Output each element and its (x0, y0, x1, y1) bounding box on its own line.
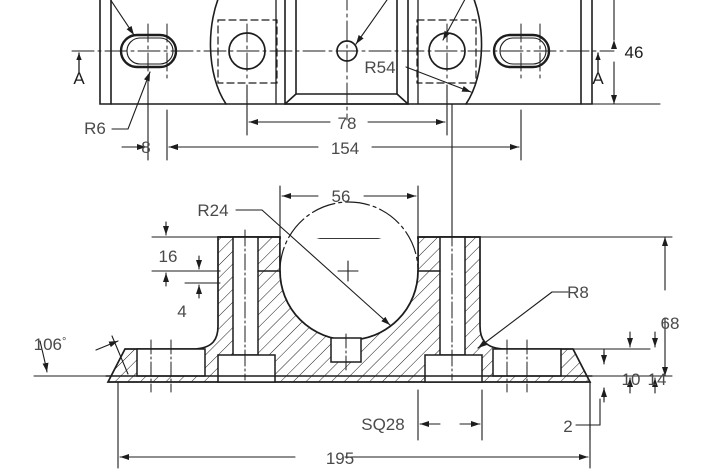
top-view-center-hole (336, 0, 358, 121)
dim-2-label: 2 (563, 417, 572, 436)
dim-10-label: 10 (622, 370, 641, 389)
top-view-r54-profile (209, 0, 483, 105)
dim-4 (184, 255, 221, 299)
top-view-right-slot (492, 23, 551, 79)
dim-8 (121, 79, 194, 161)
radius-r6-label: R6 (84, 119, 106, 138)
section-left-bolt-hole (217, 229, 276, 383)
section-leaders (235, 209, 569, 349)
section-mark-right-label: A (592, 69, 604, 88)
dim-sq28 (417, 389, 483, 441)
top-view (71, 0, 661, 161)
section-right-base-recess (492, 339, 562, 393)
radius-r54-label: R54 (364, 58, 395, 77)
dim-46 (591, 0, 661, 105)
dim-56 (279, 185, 419, 241)
dim-46-label: 46 (625, 43, 644, 62)
dim-68-label: 68 (661, 314, 680, 333)
drawing-text-layer: 8 78 154 46 R6 R54 R24 R8 A A 56 16 4 68… (34, 43, 680, 468)
radius-r8-label: R8 (567, 283, 589, 302)
dim-195-label: 195 (326, 449, 354, 468)
dim-16-label: 16 (159, 247, 178, 266)
dim-106-value: 106 (34, 335, 62, 354)
radius-r24-label: R24 (197, 201, 228, 220)
section-right-bolt-hole (424, 229, 483, 383)
top-view-leaders (110, 0, 472, 130)
dim-78 (246, 84, 448, 136)
dim-56-label: 56 (332, 187, 351, 206)
dim-78-label: 78 (338, 114, 357, 133)
top-view-left-slot (119, 23, 178, 79)
dim-10 (560, 331, 651, 394)
section-bore-phantom-arc (279, 201, 419, 272)
dim-4-label: 4 (177, 302, 186, 321)
section-mark-left-label: A (73, 69, 85, 88)
section-shoulder-steps (257, 236, 441, 272)
top-view-bolt-hole-left (228, 23, 266, 81)
section-left-base-recess (136, 339, 206, 393)
dim-14-label: 14 (648, 370, 667, 389)
top-view-outline (99, 0, 593, 105)
section-bore-center-mark (337, 260, 359, 282)
dim-154-label: 154 (331, 139, 359, 158)
section-view (33, 103, 673, 469)
dim-8-label: 8 (141, 138, 150, 157)
dim-sq28-label: SQ28 (361, 415, 404, 434)
dim-154 (166, 109, 522, 161)
dim-106-angle (33, 335, 129, 377)
dim-106-angle-label: 106° (34, 335, 67, 354)
dim-195 (117, 381, 591, 469)
degree-symbol: ° (62, 336, 66, 348)
section-bore-groove (330, 333, 362, 371)
top-view-rib-lines (275, 0, 419, 105)
